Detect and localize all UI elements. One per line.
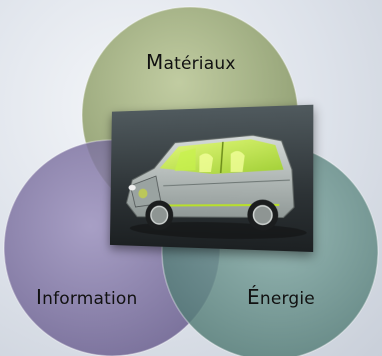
- label-energie: Énergie: [247, 285, 315, 309]
- label-information: Information: [36, 285, 138, 309]
- concept-electric-van-image: [109, 104, 314, 253]
- label-information-rest: nformation: [42, 289, 138, 309]
- label-information-initial: I: [36, 285, 43, 309]
- label-materiaux-initial: M: [146, 50, 164, 74]
- label-energie-rest: nergie: [259, 289, 315, 309]
- label-energie-initial: É: [247, 285, 260, 309]
- label-materiaux-rest: atériaux: [163, 54, 236, 74]
- label-materiaux: Matériaux: [146, 50, 236, 74]
